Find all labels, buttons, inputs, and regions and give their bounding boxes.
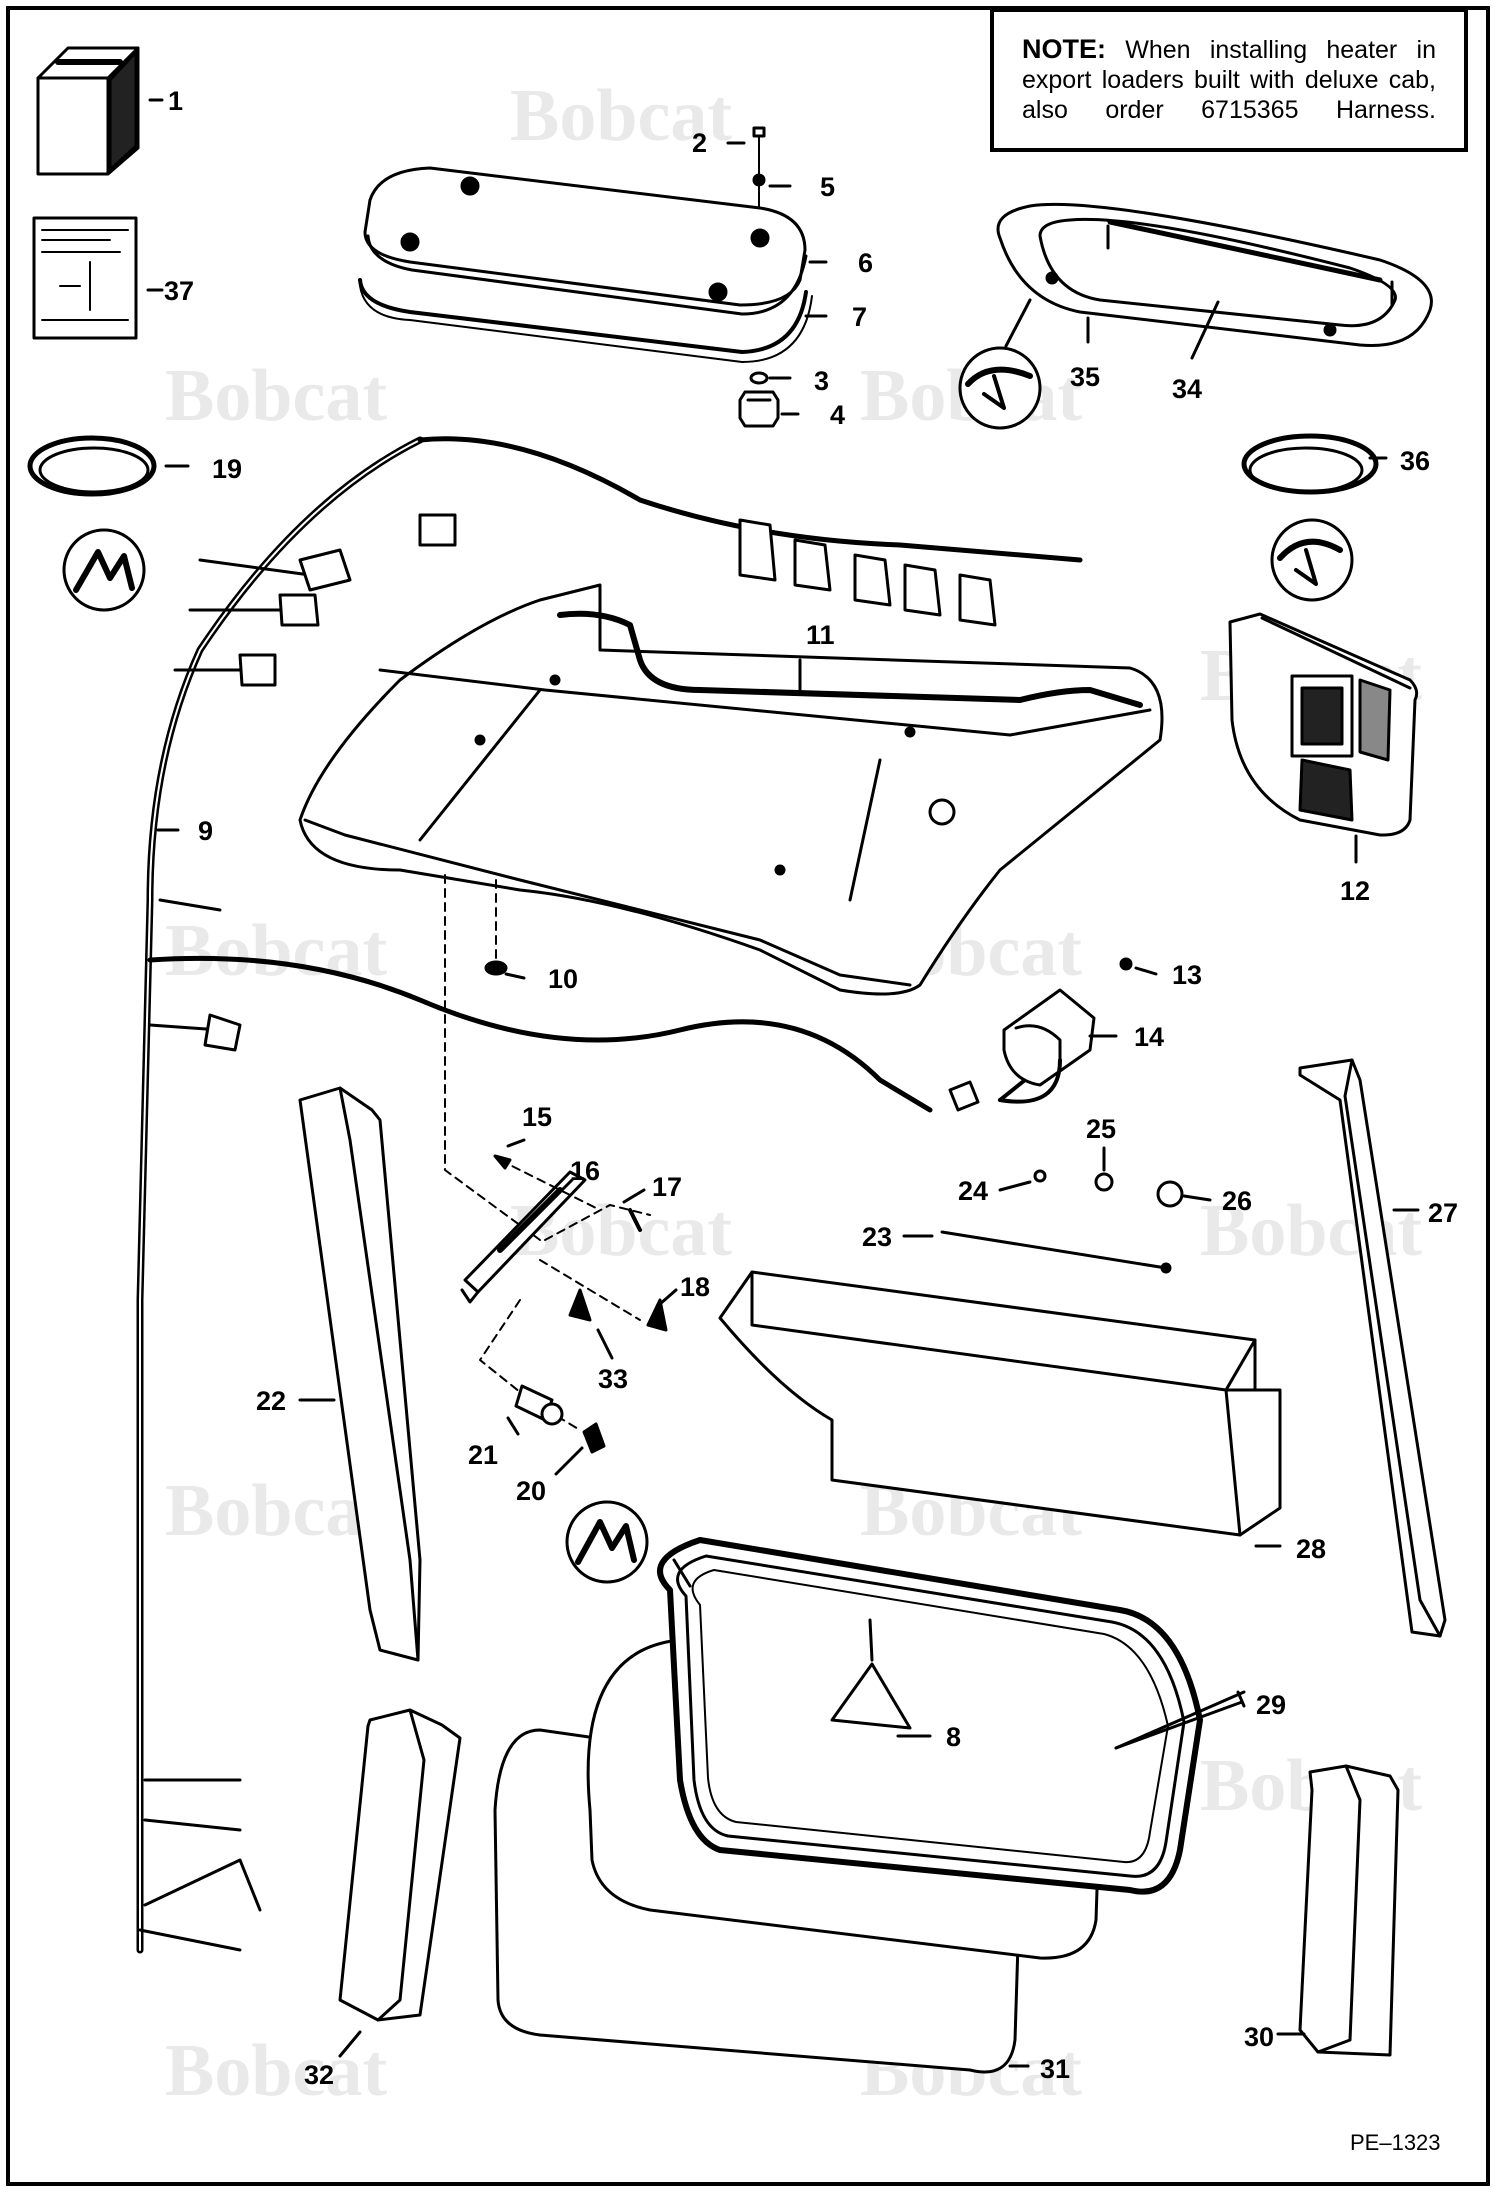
part-30-trim	[1298, 1764, 1400, 2057]
callout-9: 9	[198, 816, 213, 846]
callout-14: 14	[1134, 1022, 1164, 1052]
callout-12: 12	[1340, 876, 1370, 906]
callout-10: 10	[548, 964, 578, 994]
part-12-control-panel	[1228, 612, 1419, 837]
callout-3: 3	[814, 366, 829, 396]
part-28-panel	[718, 1270, 1282, 1537]
installation-note: NOTE: When installing heater in export l…	[990, 8, 1468, 152]
part-32-trim	[338, 1708, 462, 2022]
callout-8: 8	[946, 1722, 961, 1752]
part-1-box	[36, 46, 140, 176]
part-24-plug	[1033, 1169, 1047, 1183]
callout-33: 33	[598, 1364, 628, 1394]
detail-circle	[958, 346, 1042, 430]
part-23-rod	[940, 1230, 1172, 1274]
part-34-window-frame	[996, 202, 1433, 348]
callout-6: 6	[858, 248, 873, 278]
detail-circle	[1270, 518, 1354, 602]
callout-24: 24	[958, 1176, 988, 1206]
part-6-cover-plate	[363, 166, 808, 316]
part-7-gasket	[358, 278, 813, 363]
watermark: Bobcat	[510, 75, 732, 157]
callout-21: 21	[468, 1440, 498, 1470]
leader-lines	[146, 98, 1420, 2068]
callout-4: 4	[830, 400, 845, 430]
callout-17: 17	[652, 1172, 682, 1202]
part-21-switch	[514, 1384, 564, 1426]
part-3-4-nut	[738, 371, 780, 428]
note-text: When installing heater in export loaders…	[1022, 36, 1436, 124]
watermark: Bobcat	[165, 355, 387, 437]
part-27-pillar-trim	[1298, 1058, 1447, 1638]
callout-19: 19	[212, 454, 242, 484]
callout-23: 23	[862, 1222, 892, 1252]
detail-circle	[62, 528, 146, 612]
callout-25: 25	[1086, 1114, 1116, 1144]
watermark: Bobcat	[165, 2030, 387, 2112]
part-36-coiled-cord	[1241, 433, 1379, 495]
callout-13: 13	[1172, 960, 1202, 990]
callout-30: 30	[1244, 2022, 1274, 2052]
callout-37: 37	[164, 276, 194, 306]
figure-code: PE–1323	[1350, 2130, 1441, 2155]
part-37-manual	[32, 216, 138, 340]
callout-29: 29	[1256, 1690, 1286, 1720]
part-22-pillar-trim	[298, 1086, 422, 1662]
part-20-clip	[582, 1422, 606, 1454]
callout-1: 1	[168, 86, 183, 116]
part-16-switch-bracket	[460, 1154, 668, 1431]
callout-18: 18	[680, 1272, 710, 1302]
part-10-fastener	[444, 874, 541, 1241]
part-9-harness	[136, 436, 1083, 1954]
callout-11: 11	[806, 620, 835, 650]
watermark-layer: Bobcat Bobcat Bobcat Bobcat Bobcat Bobca…	[165, 75, 1422, 2112]
callout-2: 2	[692, 128, 707, 158]
note-label: NOTE:	[1022, 34, 1106, 64]
part-26-plug	[1156, 1180, 1184, 1208]
callout-31: 31	[1040, 2054, 1070, 2084]
callout-5: 5	[820, 172, 835, 202]
part-25-plug	[1094, 1172, 1114, 1192]
callout-34: 34	[1172, 374, 1202, 404]
callout-35: 35	[1070, 362, 1100, 392]
part-11-headliner	[298, 583, 1164, 996]
callout-22: 22	[256, 1386, 286, 1416]
detail-circle	[565, 1500, 649, 1584]
callout-20: 20	[516, 1476, 546, 1506]
callout-numbers: 1 2 3 4 5 6 7 8 9 10 11 12 13 14 15 16 1…	[164, 86, 1458, 2090]
part-14-dome-light	[948, 957, 1133, 1112]
callout-26: 26	[1222, 1186, 1252, 1216]
callout-28: 28	[1296, 1534, 1326, 1564]
callout-16: 16	[570, 1156, 600, 1186]
part-19-coiled-cord	[27, 435, 157, 497]
callout-32: 32	[304, 2060, 334, 2090]
callout-15: 15	[522, 1102, 552, 1132]
callout-27: 27	[1428, 1198, 1458, 1228]
part-8-pull-tab	[830, 1618, 912, 1730]
callout-36: 36	[1400, 446, 1430, 476]
callout-7: 7	[852, 302, 867, 332]
part-29-window-seal	[586, 1537, 1203, 1960]
watermark: Bobcat	[165, 1470, 387, 1552]
